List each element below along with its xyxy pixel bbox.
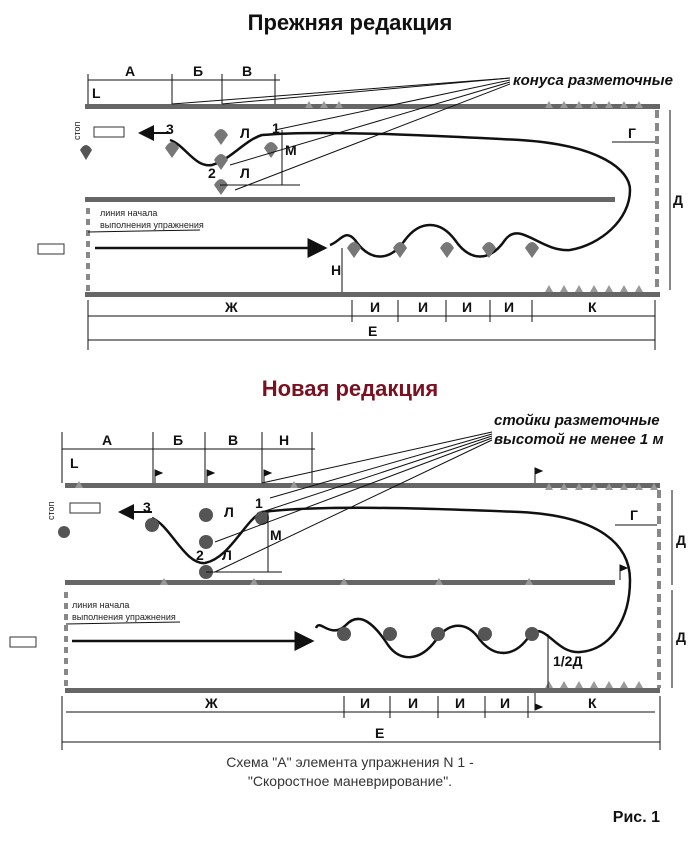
new-start-line-text1: линия начала bbox=[72, 600, 129, 610]
new-post-icon bbox=[199, 508, 213, 522]
old-dim-m: М bbox=[285, 142, 297, 158]
new-dim-i: И bbox=[408, 695, 418, 711]
old-slalom-cone-icon bbox=[525, 242, 539, 258]
new-dim-zh: Ж bbox=[204, 695, 218, 711]
old-dim-a: А bbox=[125, 63, 135, 79]
new-dim-l2: Л bbox=[222, 547, 232, 563]
new-slalom-post-icon bbox=[478, 627, 492, 641]
old-bottom-lane bbox=[85, 292, 660, 297]
old-dim-b: Б bbox=[193, 63, 203, 79]
new-bottom-lane bbox=[65, 688, 660, 693]
old-dim-n: Н bbox=[331, 262, 341, 278]
old-slalom-cone-icon bbox=[393, 242, 407, 258]
new-edition-title: Новая редакция bbox=[261, 376, 439, 401]
new-dim-e: Е bbox=[375, 725, 384, 741]
new-dim-d2: Д bbox=[676, 629, 686, 645]
new-stop-car-icon bbox=[69, 502, 101, 514]
old-trajectory bbox=[169, 131, 632, 258]
new-middle-lane bbox=[65, 580, 615, 585]
old-dim-v: В bbox=[242, 63, 252, 79]
new-dim-m: М bbox=[270, 527, 282, 543]
old-edition-title: Прежняя редакция bbox=[247, 10, 453, 35]
old-cone-1-icon bbox=[264, 142, 278, 158]
old-dim-l: L bbox=[92, 85, 101, 101]
posts-label-line2: высотой не менее 1 м bbox=[494, 431, 664, 448]
old-num-1: 1 bbox=[272, 120, 280, 136]
old-num-2: 2 bbox=[208, 165, 216, 181]
figure-label: Рис. 1 bbox=[612, 809, 660, 826]
new-stop-label: стоп bbox=[46, 501, 56, 520]
old-dim-e: Е bbox=[368, 323, 377, 339]
old-slalom-cone-icon bbox=[482, 242, 496, 258]
caption-line1: Схема "А" элемента упражнения N 1 - bbox=[226, 754, 474, 770]
new-dim-v: В bbox=[228, 432, 238, 448]
old-top-lane bbox=[85, 104, 660, 109]
new-dim-i: И bbox=[455, 695, 465, 711]
old-cone-2-icon bbox=[214, 179, 228, 195]
old-slalom-cone-icon bbox=[347, 242, 361, 258]
new-slalom-post-icon bbox=[383, 627, 397, 641]
new-num-3: 3 bbox=[143, 499, 151, 515]
old-dim-i: И bbox=[370, 299, 380, 315]
new-slalom-post-icon bbox=[337, 627, 351, 641]
caption-line2: "Скоростное маневрирование". bbox=[247, 773, 453, 789]
new-diagram: А Б В Н L стоп 3 2 1 Л Л М bbox=[9, 431, 686, 750]
old-dim-l1: Л bbox=[240, 125, 250, 141]
old-dim-d: Д bbox=[673, 192, 683, 208]
old-dim-zh: Ж bbox=[224, 299, 238, 315]
new-dim-a: А bbox=[102, 432, 112, 448]
new-dim-l: L bbox=[70, 455, 79, 471]
new-dim-k: К bbox=[588, 695, 597, 711]
posts-label-line1: стойки разметочные bbox=[494, 412, 660, 429]
old-start-line-text2: выполнения упражнения bbox=[100, 220, 204, 230]
old-dim-l2: Л bbox=[240, 165, 250, 181]
old-dim-k: К bbox=[588, 299, 597, 315]
old-diagram: А Б В L стоп 3 2 1 Л Л М bbox=[37, 63, 683, 350]
new-dim-half-d: 1/2Д bbox=[553, 653, 582, 669]
old-middle-lane bbox=[85, 197, 615, 202]
new-dim-d1: Д bbox=[676, 532, 686, 548]
new-entry-car-icon bbox=[9, 636, 37, 648]
new-dim-b: Б bbox=[173, 432, 183, 448]
new-slalom-post-icon bbox=[431, 627, 445, 641]
new-dim-i: И bbox=[360, 695, 370, 711]
new-post-1-icon bbox=[255, 511, 269, 525]
old-cone-3-icon bbox=[165, 142, 179, 158]
old-slalom-cone-icon bbox=[440, 242, 454, 258]
new-top-lane bbox=[65, 483, 660, 488]
new-post-icon bbox=[199, 535, 213, 549]
new-num-1: 1 bbox=[255, 495, 263, 511]
old-entry-car-icon bbox=[37, 243, 65, 255]
new-num-2: 2 bbox=[196, 547, 204, 563]
new-slalom-post-icon bbox=[525, 627, 539, 641]
new-dim-l1: Л bbox=[224, 504, 234, 520]
new-dim-g: Г bbox=[630, 507, 638, 523]
old-dim-i: И bbox=[504, 299, 514, 315]
old-stop-cone-icon bbox=[80, 145, 92, 160]
old-cone-icon bbox=[214, 154, 228, 170]
old-stop-car-icon bbox=[93, 126, 125, 138]
new-dim-i: И bbox=[500, 695, 510, 711]
old-cone-icon bbox=[214, 129, 228, 145]
old-dim-g: Г bbox=[628, 125, 636, 141]
old-stop-label: стоп bbox=[72, 121, 82, 140]
new-dim-n: Н bbox=[279, 432, 289, 448]
old-num-3: 3 bbox=[166, 121, 174, 137]
new-stop-post-icon bbox=[58, 526, 70, 538]
new-post-3-icon bbox=[145, 518, 159, 532]
cones-label: конуса разметочные bbox=[513, 72, 673, 89]
new-start-line-text2: выполнения упражнения bbox=[72, 612, 176, 622]
old-dim-i: И bbox=[462, 299, 472, 315]
old-dim-i: И bbox=[418, 299, 428, 315]
old-start-line-text1: линия начала bbox=[100, 208, 157, 218]
